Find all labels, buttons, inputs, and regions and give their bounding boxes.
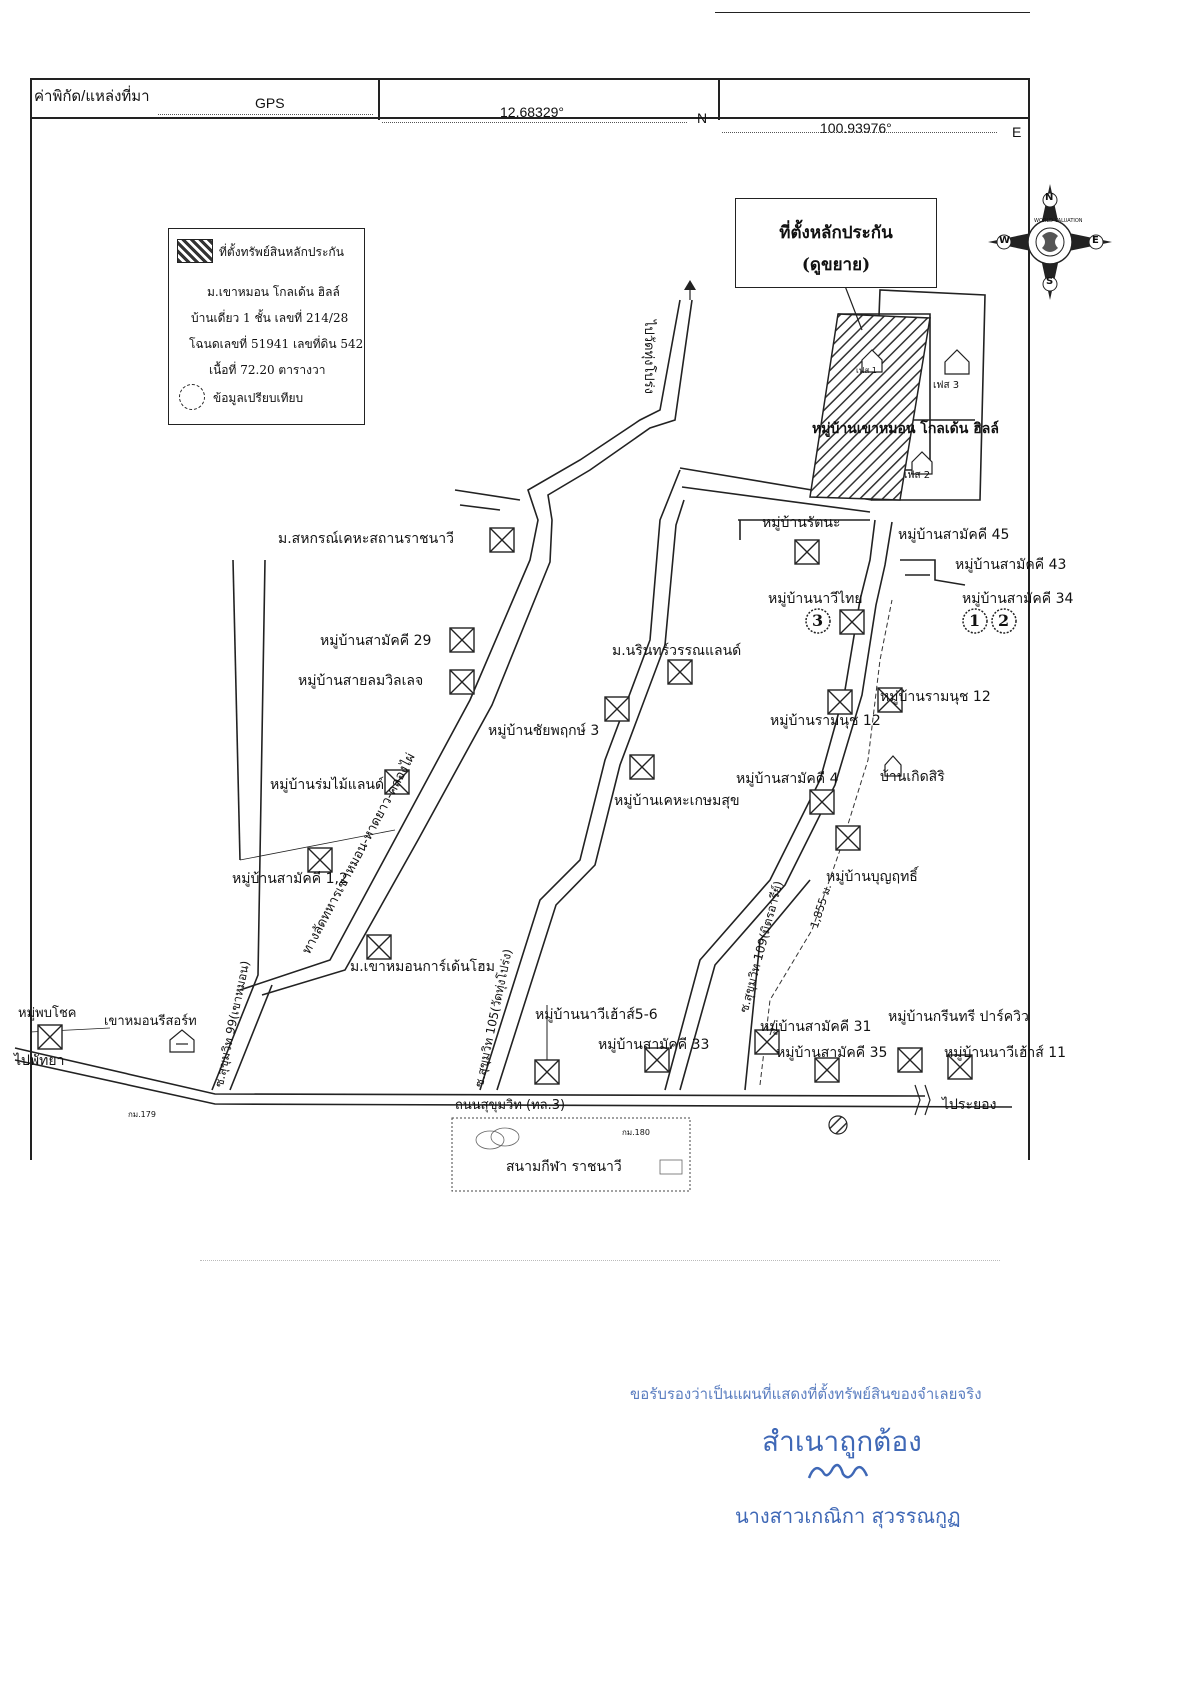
legend-hatch-swatch xyxy=(177,239,213,263)
legend-comparison-icon xyxy=(179,384,205,410)
samakkhi31-label: หมู่บ้านสามัคคี 31 xyxy=(760,1019,872,1035)
to-rayong-label: ไประยอง xyxy=(942,1097,997,1113)
km180-label: กม.180 xyxy=(622,1128,650,1137)
kheha-label: หมู่บ้านเคหะเกษมสุข xyxy=(614,793,740,809)
phase2-label: เฟส 2 xyxy=(904,470,931,481)
khaomon-garden-label: ม.เขาหมอนการ์เด้นโฮม xyxy=(350,959,495,975)
kerdsiri-label: บ้านเกิดสิริ xyxy=(880,769,945,785)
compass-badge: WORLD VALUATION xyxy=(1034,218,1083,224)
samakkhi34-label: หมู่บ้านสามัคคี 34 xyxy=(962,591,1074,607)
navyhouse11-label: หมู่บ้านนาวีเฮ้าส์ 11 xyxy=(944,1045,1067,1061)
callout-title: ที่ตั้งหลักประกัน xyxy=(779,223,893,243)
compass-rose xyxy=(988,184,1112,300)
signer-name: นางสาวเกณิกา สุวรรณกูฏ xyxy=(735,1504,961,1528)
sahakorn-label: ม.สหกรณ์เคหะสถานราชนาวี xyxy=(278,531,454,547)
phobchok-label: หมู่พบโชค xyxy=(18,1006,77,1021)
latitude-value: 12.68329° xyxy=(500,104,564,120)
legend-title: ที่ตั้งทรัพย์สินหลักประกัน xyxy=(219,245,344,259)
greentree-label: หมู่บ้านกรีนทรี ปาร์ควิว xyxy=(888,1009,1029,1025)
phase1-label: เฟส 1 xyxy=(856,366,877,375)
narin-label: ม.นรินทร์วรรณแลนด์ xyxy=(612,643,742,659)
legend-line4: เนื้อที่ 72.20 ตารางวา xyxy=(209,363,326,377)
certified-copy: สำเนาถูกต้อง xyxy=(762,1425,922,1458)
rattana-label: หมู่บ้านรัตนะ xyxy=(762,515,841,531)
certify-text: ขอรับรองว่าเป็นแผนที่แสดงที่ตั้งทรัพย์สิ… xyxy=(630,1385,982,1403)
stadium-label: สนามกีฬา ราชนาวี xyxy=(506,1159,622,1175)
chaiyaphruek-label: หมู่บ้านชัยพฤกษ์ 3 xyxy=(488,723,600,739)
km179-label: กม.179 xyxy=(128,1110,156,1119)
comparison-marker-3: 3 xyxy=(812,611,824,630)
compass-s: S xyxy=(1046,276,1054,287)
legend-line1: ม.เขาหมอน โกลเด้น ฮิลล์ xyxy=(207,285,340,299)
samakkhi35-label: หมู่บ้านสามัคคี 35 xyxy=(776,1045,888,1061)
khaomon-resort-label: เขาหมอนรีสอร์ท xyxy=(104,1014,197,1029)
romnai-label: หมู่บ้านร่มไม้แลนด์ xyxy=(270,777,385,793)
navyhouse56-label: หมู่บ้านนาวีเฮ้าส์5-6 xyxy=(535,1007,658,1023)
boonruthi-label: หมู่บ้านบุญฤทธิ์ xyxy=(826,869,918,885)
sukhumvit-road xyxy=(14,1047,926,1097)
compass-w: W xyxy=(999,235,1011,246)
samakkhi12-label: หมู่บ้านสามัคคี 1,2 xyxy=(232,871,348,887)
to-wat-thung-label: ไปวัดทุ่งโปร่ง xyxy=(641,320,656,395)
soi109-road xyxy=(664,519,876,1091)
comparison-marker-2: 2 xyxy=(998,611,1010,630)
legend-comparison: ข้อมูลเปรียบเทียบ xyxy=(213,391,304,405)
soi99-road xyxy=(211,559,266,1091)
subject-plot xyxy=(809,313,931,501)
phase3-label: เฟส 3 xyxy=(933,380,960,391)
samakkhi29-label: หมู่บ้านสามัคคี 29 xyxy=(320,633,432,649)
location-callout: ที่ตั้งหลักประกัน (ดูขยาย) xyxy=(735,198,937,288)
compass-n: N xyxy=(1045,192,1054,203)
sailom-label: หมู่บ้านสายลมวิลเลจ xyxy=(298,673,424,689)
source-value: GPS xyxy=(255,95,285,111)
coord-label: ค่าพิกัด/แหล่งที่มา xyxy=(34,88,150,105)
samakkhi33-label: หมู่บ้านสามัคคี 33 xyxy=(598,1037,710,1053)
callout-subtitle: (ดูขยาย) xyxy=(801,255,871,275)
sukhumvit-label: ถนนสุขุมวิท (ทล.3) xyxy=(455,1098,566,1113)
golden-hills-label: หมู่บ้านเขาหมอน โกลเด้น ฮิลล์ xyxy=(812,421,999,437)
shortcut-road xyxy=(239,299,681,991)
lon-direction: E xyxy=(1012,124,1022,140)
soi105-road xyxy=(479,469,681,1091)
signature-icon xyxy=(805,1458,875,1492)
lat-direction: N xyxy=(697,110,708,126)
naweethai-label: หมู่บ้านนาวีไทย xyxy=(768,591,863,607)
sukhumvit-road-edge xyxy=(14,1059,1013,1108)
samakkhi4-label: หมู่บ้านสามัคคี 4 xyxy=(736,771,839,787)
legend-line2: บ้านเดี่ยว 1 ชั้น เลขที่ 214/28 xyxy=(191,311,349,325)
comparison-marker-1: 1 xyxy=(969,611,981,630)
samakkhi45-label: หมู่บ้านสามัคคี 45 xyxy=(898,527,1010,543)
legend-line3: โฉนดเลขที่ 51941 เลขที่ดิน 542 xyxy=(189,337,364,351)
ramanut12b-label: หมู่บ้านรามนุช 12 xyxy=(880,689,991,705)
samakkhi43-label: หมู่บ้านสามัคคี 43 xyxy=(955,557,1067,573)
ramanut12a-label: หมู่บ้านรามนุช 12 xyxy=(770,713,881,729)
stadium-area xyxy=(451,1117,691,1192)
map-legend: ที่ตั้งทรัพย์สินหลักประกัน ม.เขาหมอน โกล… xyxy=(168,228,365,425)
compass-e: E xyxy=(1092,235,1099,246)
to-pattaya-label: ไปพัทยา xyxy=(14,1053,65,1069)
